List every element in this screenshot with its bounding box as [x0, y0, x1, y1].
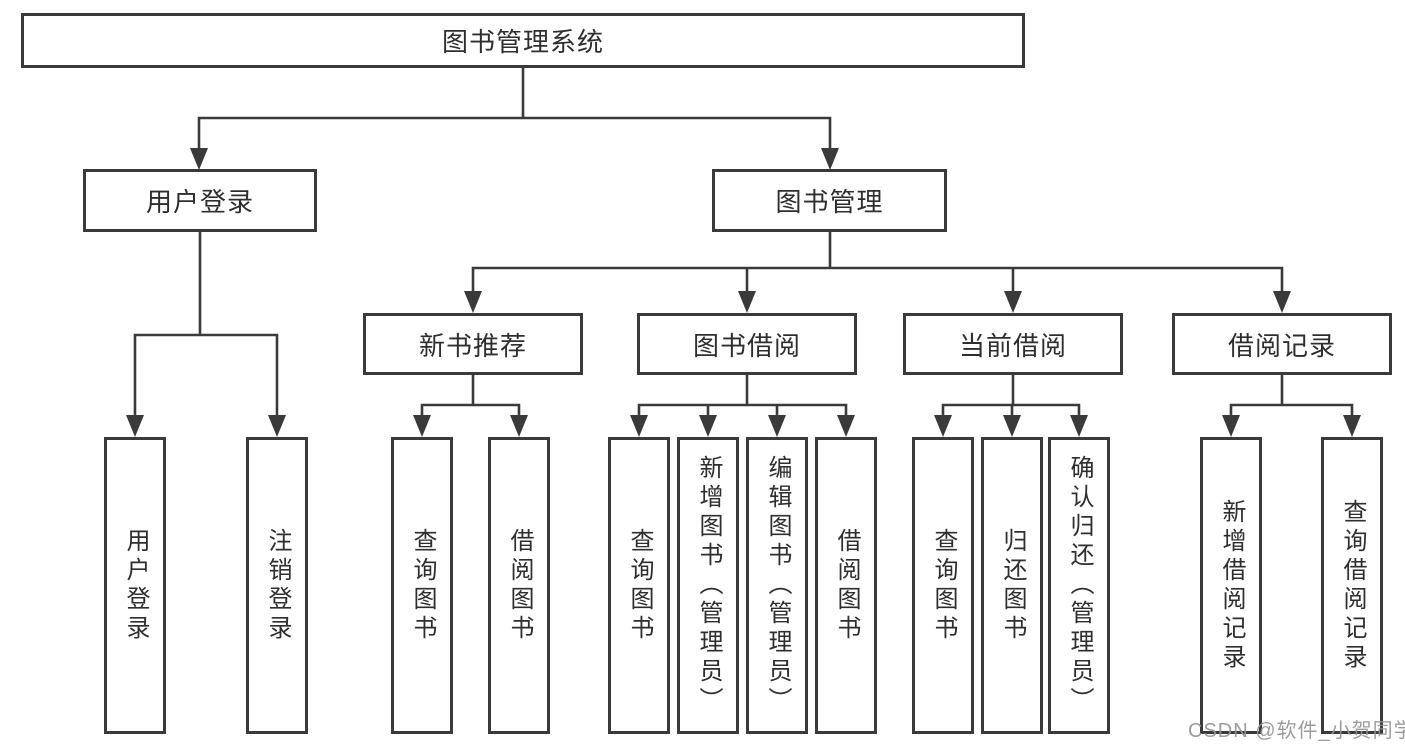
node-book-borrowing: 图书借阅	[637, 313, 857, 375]
node-current-borrowing: 当前借阅	[903, 313, 1123, 375]
node-label: 当前借阅	[958, 330, 1067, 361]
csdn-watermark: CSDN @软件_小贺同学	[1188, 720, 1405, 742]
node-user-login: 用户登录	[83, 169, 317, 232]
leaf-borrow-book-borrowing: 借阅图书	[815, 437, 877, 734]
leaf-label: 查询借阅记录	[1339, 498, 1366, 673]
leaf-user-login: 用户登录	[104, 437, 166, 734]
node-label: 图书管理系统	[441, 27, 604, 57]
leaf-query-book-current: 查询图书	[912, 437, 974, 734]
leaf-borrow-book-recommend: 借阅图书	[488, 437, 550, 734]
leaf-label: 借阅图书	[506, 527, 533, 644]
leaf-add-borrow-record: 新增借阅记录	[1200, 437, 1262, 734]
node-label: 图书借阅	[692, 330, 801, 361]
leaf-label: 归还图书	[999, 527, 1026, 644]
leaf-label: 新增图书（管理员）	[695, 455, 722, 716]
node-library-management-system: 图书管理系统	[21, 13, 1025, 68]
leaf-edit-book-admin: 编辑图书（管理员）	[746, 437, 808, 734]
leaf-label: 确认归还（管理员）	[1066, 455, 1093, 716]
leaf-query-book-borrowing: 查询图书	[608, 437, 670, 734]
node-book-management: 图书管理	[712, 169, 947, 232]
leaf-label: 编辑图书（管理员）	[764, 455, 791, 716]
leaf-logout: 注销登录	[246, 437, 308, 734]
leaf-confirm-return-admin: 确认归还（管理员）	[1048, 437, 1110, 734]
leaf-query-borrow-record: 查询借阅记录	[1321, 437, 1383, 734]
leaf-return-book: 归还图书	[981, 437, 1043, 734]
node-label: 图书管理	[775, 187, 884, 217]
leaf-query-book-recommend: 查询图书	[391, 437, 453, 734]
node-label: 借阅记录	[1227, 330, 1336, 361]
leaf-label: 注销登录	[264, 527, 291, 644]
leaf-label: 查询图书	[930, 527, 957, 644]
leaf-add-book-admin: 新增图书（管理员）	[677, 437, 739, 734]
node-label: 用户登录	[145, 187, 254, 217]
leaf-label: 查询图书	[409, 527, 436, 644]
node-borrowing-records: 借阅记录	[1172, 313, 1392, 375]
node-label: 新书推荐	[418, 330, 527, 361]
leaf-label: 新增借阅记录	[1218, 498, 1245, 673]
leaf-label: 查询图书	[626, 527, 653, 644]
leaf-label: 用户登录	[122, 527, 149, 644]
node-new-book-recommendation: 新书推荐	[363, 313, 583, 375]
leaf-label: 借阅图书	[833, 527, 860, 644]
